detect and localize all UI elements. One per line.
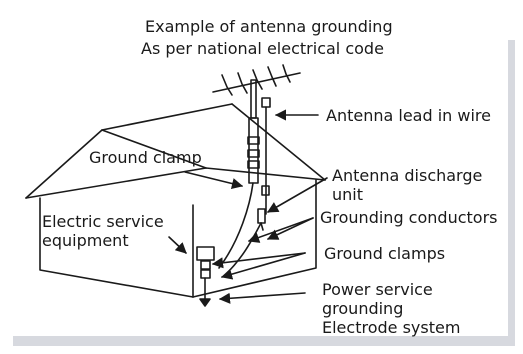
antenna-discharge-unit — [257, 208, 266, 224]
house — [25, 103, 326, 298]
roof-ridge-right — [231, 103, 326, 181]
mast-grounding-conductor — [218, 182, 254, 269]
discharge-stub — [260, 222, 264, 231]
antenna — [212, 64, 301, 277]
roof-eave — [25, 167, 326, 199]
box-clamp — [200, 260, 211, 270]
lead-standoff — [261, 97, 271, 108]
discharge-unit-top — [261, 185, 270, 196]
label-ground-clamps: Ground clamps — [324, 244, 446, 263]
label-discharge-unit: Antenna discharge unit — [332, 166, 483, 204]
mast-clamp — [247, 136, 260, 145]
label-antenna-lead: Antenna lead in wire — [326, 106, 491, 125]
label-grounding-conductors: Grounding conductors — [320, 208, 498, 227]
arrow-grounding-conductor-1 — [247, 217, 314, 243]
arrow-discharge-unit — [267, 177, 328, 213]
label-electric-service: Electric service equipment — [42, 212, 164, 250]
electrode-tip — [199, 298, 211, 307]
antenna-mast — [250, 79, 257, 119]
label-ground-clamp: Ground clamp — [89, 148, 202, 167]
antenna-element — [267, 66, 277, 87]
arrow-grounding-conductor-2 — [266, 217, 314, 240]
front-wall — [39, 197, 194, 298]
arrow-power-service — [218, 292, 306, 304]
arrow-ground-clamps-2 — [220, 252, 306, 280]
service-equipment — [196, 246, 215, 307]
service-box — [196, 246, 215, 261]
box-clamp — [200, 269, 211, 279]
antenna-element — [252, 69, 263, 90]
side-wall — [192, 179, 317, 298]
callout-arrows — [168, 109, 328, 304]
title-line-2: As per national electrical code — [141, 39, 384, 58]
diagram-card — [6, 2, 508, 336]
mast-clamp — [247, 149, 260, 158]
mast-clamp — [247, 160, 260, 169]
label-power-service: Power service grounding Electrode system — [322, 280, 461, 337]
roof-hip — [101, 129, 207, 169]
antenna-element — [221, 74, 233, 96]
antenna-element — [282, 64, 291, 83]
arrow-service-equipment — [168, 236, 187, 254]
title-line-1: Example of antenna grounding — [145, 17, 393, 36]
antenna-element — [237, 72, 248, 94]
arrow-ground-clamp — [184, 171, 244, 190]
arrow-ground-clamps-1 — [211, 252, 306, 269]
